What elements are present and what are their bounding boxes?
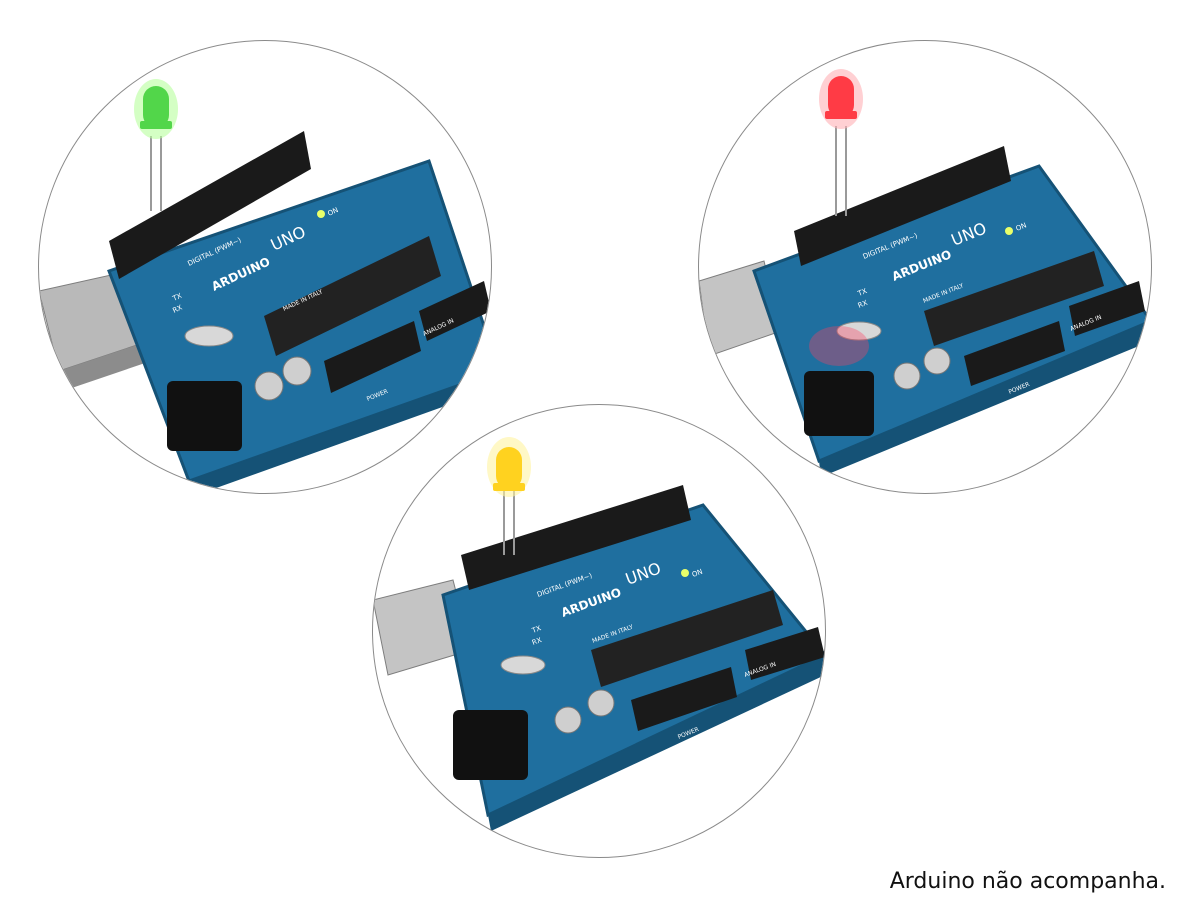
power-header bbox=[631, 667, 737, 731]
microcontroller-chip bbox=[591, 590, 783, 687]
led bbox=[134, 79, 178, 211]
board-rx-text: RX bbox=[857, 299, 869, 310]
board-tx-text: TX bbox=[171, 292, 184, 304]
crystal bbox=[184, 325, 234, 347]
photo-red-led: ARDUINO UNO DIGITAL (PWM~) MADE IN ITALY… bbox=[698, 40, 1152, 494]
board-tx-text: TX bbox=[856, 287, 869, 298]
analog-header bbox=[419, 281, 491, 341]
arduino-board-illustration: ARDUINO UNO DIGITAL (PWM~) MADE IN ITALY… bbox=[699, 69, 1151, 477]
analog-header bbox=[1069, 281, 1145, 336]
photo-green-led: ARDUINO UNO DIGITAL (PWM~) MADE IN ITALY… bbox=[38, 40, 492, 494]
board-on-text: ON bbox=[691, 568, 704, 579]
microcontroller-chip bbox=[264, 236, 441, 356]
board-on-text: ON bbox=[1015, 221, 1028, 232]
red-glow bbox=[809, 326, 869, 366]
analog-header bbox=[745, 627, 825, 680]
photo-yellow-led: ARDUINO UNO DIGITAL (PWM~) MADE IN ITALY… bbox=[372, 404, 826, 858]
board-tx-text: TX bbox=[530, 624, 542, 635]
power-jack bbox=[804, 371, 874, 436]
microcontroller-chip bbox=[924, 251, 1104, 346]
board-on-text: ON bbox=[326, 206, 339, 218]
caption-note: Arduino não acompanha. bbox=[889, 869, 1166, 894]
digital-header bbox=[794, 146, 1011, 266]
digital-header bbox=[461, 485, 691, 590]
digital-header bbox=[109, 131, 311, 279]
power-jack bbox=[167, 381, 242, 451]
capacitors bbox=[554, 689, 615, 734]
power-header bbox=[964, 321, 1065, 386]
led bbox=[819, 69, 863, 216]
board-rx-text: RX bbox=[531, 636, 543, 647]
crystal bbox=[836, 321, 882, 341]
led bbox=[487, 437, 531, 555]
power-jack bbox=[453, 710, 528, 780]
capacitors bbox=[893, 347, 951, 390]
arduino-board-illustration: ARDUINO UNO DIGITAL (PWM~) MADE IN ITALY… bbox=[39, 79, 491, 493]
capacitors bbox=[254, 356, 312, 401]
power-header bbox=[324, 321, 421, 393]
arduino-board-illustration: ARDUINO UNO DIGITAL (PWM~) MADE IN ITALY… bbox=[373, 437, 825, 831]
board-rx-text: RX bbox=[171, 303, 183, 314]
crystal bbox=[500, 655, 546, 675]
